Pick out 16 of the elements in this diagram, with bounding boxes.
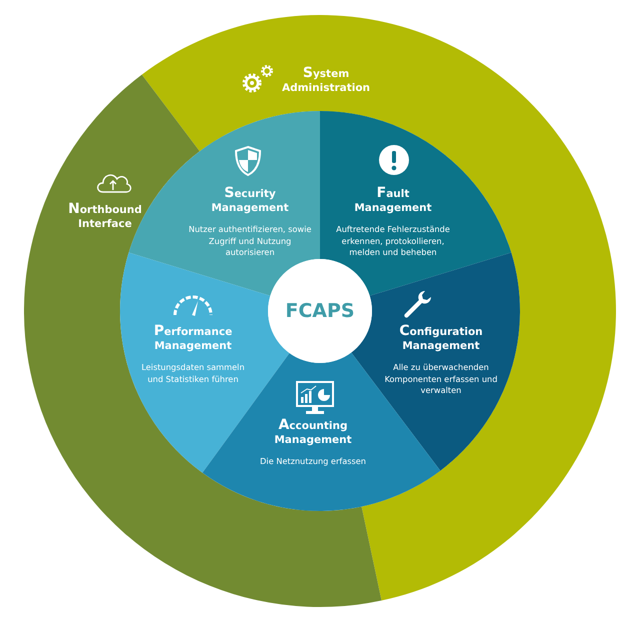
sector-heading: Accounting Management (273, 418, 353, 447)
sector-description: Nutzer authentifizieren, sowie Zugriff und Nutzung autorisieren (188, 224, 312, 258)
sector-description: Die Netznutzung erfassen (258, 456, 367, 468)
sector-heading: Performance Management (152, 324, 234, 353)
sector-description: Leistungsdaten sammeln und Statistiken führen (140, 362, 246, 385)
center-circle (268, 259, 372, 363)
ring-label: System Administration (280, 66, 372, 95)
ring-label: Northbound Interface (67, 202, 143, 231)
sector-heading: Fault Management (353, 186, 433, 215)
pie-sector (319, 111, 512, 296)
sector-description: Alle zu überwachenden Komponenten erfassen und verwalten (384, 362, 498, 396)
sector-description: Auftretende Fehlerzustände erkennen, protokollieren, melden und beheben (335, 224, 451, 258)
sector-heading: Configuration Management (398, 324, 484, 353)
sector-heading: Security Management (210, 186, 290, 215)
center-label: FCAPS (284, 300, 356, 322)
ring-segment (141, 15, 616, 601)
